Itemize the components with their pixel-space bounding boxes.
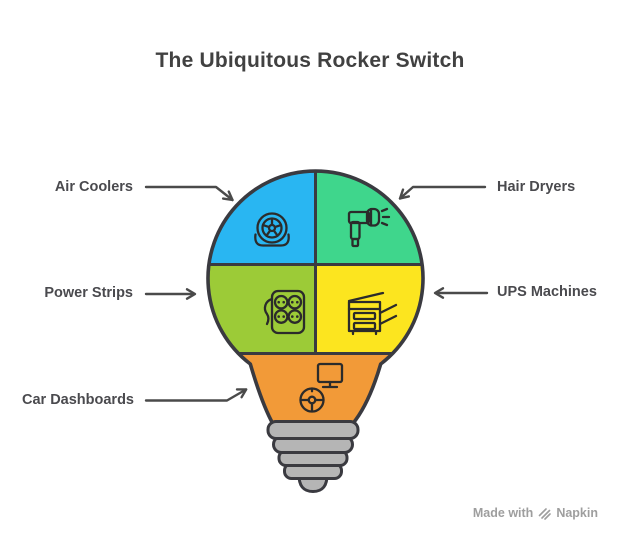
watermark-text: Made with <box>472 506 534 520</box>
label-power-strips: Power Strips <box>44 285 133 301</box>
segment-power-strips <box>207 264 316 354</box>
connector-arrows <box>144 185 489 402</box>
bulb-outline <box>206 169 425 426</box>
arrow-power-strips <box>144 288 197 300</box>
arrow-air-coolers <box>144 185 234 202</box>
arrow-hair-dryers <box>398 185 487 200</box>
power-strip-icon <box>263 289 306 335</box>
car-dashboard-icon <box>299 362 344 413</box>
segment-air-coolers <box>207 171 316 265</box>
bulb-segments <box>207 171 423 424</box>
segment-hair-dryers <box>315 171 423 265</box>
base-ridge <box>266 420 360 440</box>
arrow-car-dashboards <box>144 388 248 402</box>
watermark: Made with Napkin <box>473 506 598 520</box>
label-ups-machines: UPS Machines <box>497 284 597 300</box>
watermark-brand: Napkin <box>556 506 598 520</box>
label-hair-dryers: Hair Dryers <box>497 179 576 195</box>
ups-machine-icon <box>347 291 398 336</box>
hair-dryer-icon <box>347 207 391 248</box>
page-title: The Ubiquitous Rocker Switch <box>155 49 465 72</box>
bulb-base <box>266 420 360 493</box>
arrow-ups-machines <box>433 287 489 299</box>
napkin-logo-icon <box>539 507 552 520</box>
fan-icon <box>254 212 290 247</box>
label-car-dashboards: Car Dashboards <box>21 392 134 408</box>
label-air-coolers: Air Coolers <box>54 179 133 195</box>
